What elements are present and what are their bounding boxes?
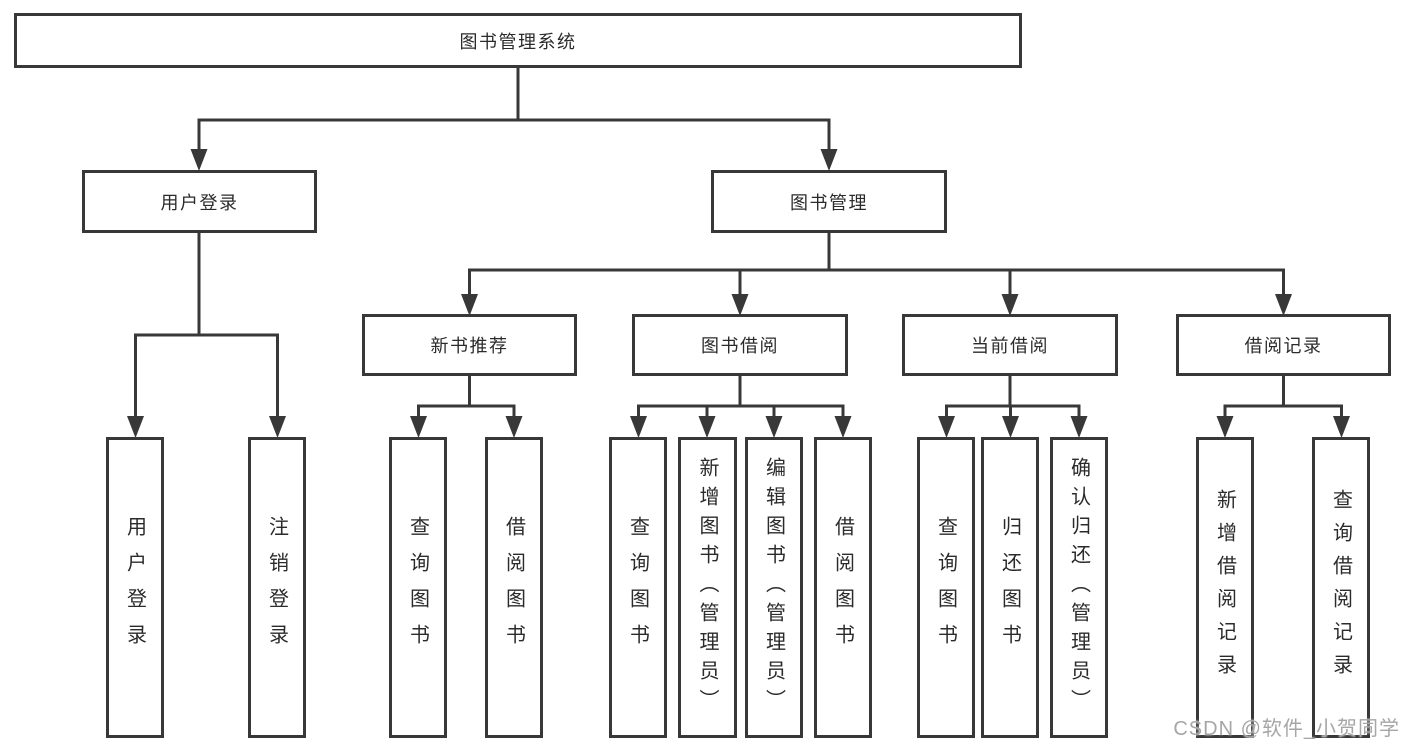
leaf-query-books-current: 查询图书: [917, 437, 975, 738]
node-current-borrowing: 当前借阅: [902, 314, 1118, 376]
leaf-return-books: 归还图书: [981, 437, 1039, 738]
leaf-query-borrow-record: 查询借阅记录: [1312, 437, 1370, 738]
node-book-management: 图书管理: [711, 170, 947, 233]
leaf-add-borrow-record: 新增借阅记录: [1196, 437, 1254, 738]
node-user-login: 用户登录: [82, 170, 317, 233]
node-book-borrowing: 图书借阅: [632, 314, 848, 376]
leaf-logout: 注销登录: [248, 437, 306, 738]
leaf-user-login: 用户登录: [106, 437, 164, 738]
leaf-confirm-return-admin: 确认归还（管理员）: [1050, 437, 1108, 738]
node-borrowing-records: 借阅记录: [1176, 314, 1391, 376]
node-root: 图书管理系统: [14, 13, 1022, 68]
csdn-watermark: CSDN @软件_小贺同学: [1173, 718, 1400, 740]
leaf-edit-books-admin: 编辑图书（管理员）: [745, 437, 803, 738]
leaf-query-books-recommend: 查询图书: [389, 437, 447, 738]
leaf-add-books-admin: 新增图书（管理员）: [678, 437, 737, 738]
leaf-query-books-borrowing: 查询图书: [609, 437, 667, 738]
leaf-borrow-books: 借阅图书: [814, 437, 872, 738]
leaf-borrow-books-recommend: 借阅图书: [485, 437, 543, 738]
node-new-book-recommendation: 新书推荐: [362, 314, 577, 376]
